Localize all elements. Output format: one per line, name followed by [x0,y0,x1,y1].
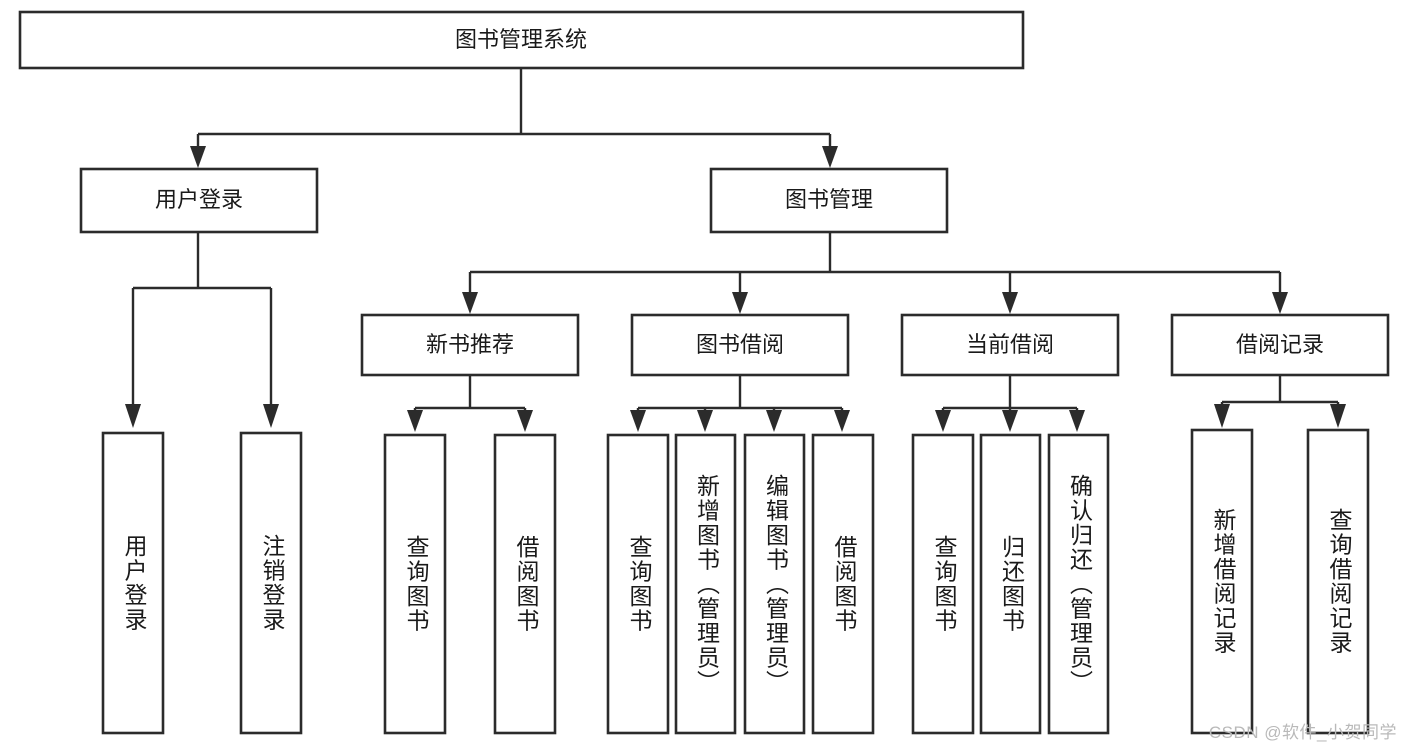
arrowhead-new-book [462,292,478,314]
node-label-root: 图书管理系统 [455,27,587,52]
node-box-leaf-confirm-return-admin[interactable] [1047,433,1110,735]
arrowhead-nb-leaf1 [407,410,423,432]
node-box-leaf-add-borrow-record[interactable] [1190,428,1254,735]
arrowhead-leaf-user-login [125,404,141,428]
arrowhead-nb-leaf2 [517,410,533,432]
node-box-leaf-borrow-book-nb[interactable] [493,433,557,735]
node-box-book-management[interactable] [709,167,949,234]
node-box-leaf-borrow-book-bb[interactable] [811,433,875,735]
arrowhead-bb-leaf4 [834,410,850,432]
node-box-borrow-record[interactable] [1170,313,1390,377]
arrowhead-book-mgmt [822,146,838,168]
node-box-current-borrow[interactable] [900,313,1120,377]
node-box-leaf-logout[interactable] [239,431,303,735]
connectors [125,68,1346,432]
arrowhead-cb-leaf3 [1069,410,1085,432]
node-box-book-borrow[interactable] [630,313,850,377]
node-label-borrow-record: 借阅记录 [1236,332,1324,357]
node-box-leaf-add-book-admin[interactable] [674,433,737,735]
arrowhead-book-borrow [732,292,748,314]
arrowhead-bb-leaf2 [697,410,713,432]
arrowhead-user-login [190,146,206,168]
node-box-leaf-user-login[interactable] [101,431,165,735]
node-box-leaf-query-book-nb[interactable] [383,433,447,735]
node-label-current-borrow: 当前借阅 [966,332,1054,357]
node-label-new-book-recommend: 新书推荐 [426,332,514,357]
arrowhead-cb-leaf1 [935,410,951,432]
arrowhead-current-borrow [1002,292,1018,314]
node-box-root[interactable] [18,10,1025,70]
arrowhead-br-leaf1 [1214,404,1230,428]
node-box-new-book-recommend[interactable] [360,313,580,377]
arrowhead-bb-leaf1 [630,410,646,432]
node-box-leaf-return-book[interactable] [979,433,1042,735]
arrowhead-bb-leaf3 [766,410,782,432]
arrowhead-cb-leaf2 [1002,410,1018,432]
arrowhead-borrow-record [1272,292,1288,314]
node-box-leaf-query-book-bb[interactable] [606,433,670,735]
node-label-book-management: 图书管理 [785,187,873,212]
watermark-text: CSDN @软件_小贺同学 [1208,723,1397,742]
node-boxes: 图书管理系统 用户登录 图书管理 新书推荐 图书借阅 当前借阅 借阅记录 [18,10,1390,735]
arrowhead-br-leaf2 [1330,404,1346,428]
node-box-leaf-query-book-cb[interactable] [911,433,975,735]
node-box-user-login[interactable] [79,167,319,234]
node-label-user-login: 用户登录 [155,187,243,212]
arrowhead-leaf-logout [263,404,279,428]
node-box-leaf-query-borrow-record[interactable] [1306,428,1370,735]
node-box-leaf-edit-book-admin[interactable] [743,433,806,735]
node-label-book-borrow: 图书借阅 [696,332,784,357]
